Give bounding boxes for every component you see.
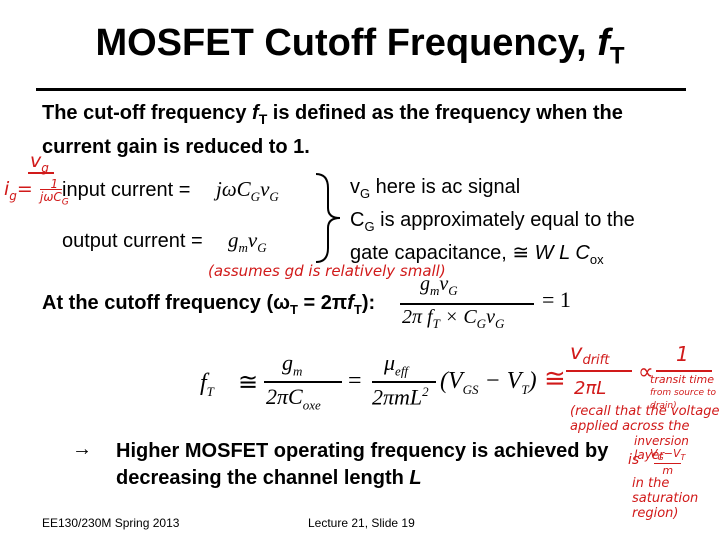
eq2-frac2-bar — [372, 381, 436, 383]
eq2-frac2-den: 2πmL2 — [372, 384, 429, 410]
eq1-numerator: gmvG — [420, 273, 458, 298]
annotation-vdrift-bar — [566, 370, 632, 372]
eq2-lhs: fT — [200, 370, 214, 399]
conclusion-text: Higher MOSFET operating frequency is ach… — [116, 440, 609, 489]
annotation-is: is — [628, 452, 640, 468]
annotation-vdrift: vdrift — [570, 340, 610, 369]
eq1-fraction-bar — [400, 303, 534, 305]
eq1-denominator: 2π fT × CGvG — [402, 306, 505, 331]
annotation-2piL: 2πL — [574, 378, 607, 399]
annotation-ig-fraction: 1 jωCG — [40, 177, 69, 208]
annotation-approx: ≅ — [544, 364, 566, 394]
input-current-label: input current = — [62, 179, 191, 201]
eq1-rhs: = 1 — [542, 287, 571, 312]
eq2-paren: (VGS − VT) — [440, 368, 537, 397]
eq2-frac1-den: 2πCoxe — [266, 384, 321, 413]
output-current-label: output current = — [62, 230, 203, 252]
annotation-one: 1 — [676, 342, 689, 366]
annotation-one-bar — [656, 370, 712, 372]
annotation-assumes: (assumes gd is relatively small) — [208, 262, 446, 280]
slide-title: MOSFET Cutoff Frequency, fT — [95, 22, 625, 70]
eq2-equals: = — [348, 368, 362, 394]
side-note: vG here is ac signal CG is approximately… — [350, 176, 635, 267]
eq2-frac1-num: gm — [282, 350, 303, 379]
input-current-expr: jωCGvG — [216, 177, 279, 205]
annotation-vg-vt-fraction: VG−VT m — [650, 447, 686, 478]
output-current-expr: gmvG — [228, 228, 267, 256]
annotation-inversion: inversion layer — [634, 434, 689, 462]
eq2-approx: ≅ — [238, 370, 259, 396]
footer-course: EE130/230M Spring 2013 — [42, 516, 180, 530]
title-underline — [36, 88, 686, 91]
arrow-right-icon: → — [72, 438, 92, 460]
annotation-vg: vg — [30, 150, 49, 175]
eq2-frac1-bar — [264, 381, 342, 383]
intro-text: The cut-off frequency fT is defined as t… — [42, 102, 623, 158]
footer-slide-number: Lecture 21, Slide 19 — [308, 516, 415, 530]
annotation-ig: ig= — [4, 178, 33, 203]
annotation-fraction-bar — [28, 172, 54, 174]
annotation-propto: ∝ — [638, 360, 654, 385]
eq2-frac2-num: μeff — [384, 350, 409, 379]
curly-brace-icon — [315, 173, 341, 263]
cutoff-statement: At the cutoff frequency (ωT = 2πfT): — [42, 292, 376, 317]
